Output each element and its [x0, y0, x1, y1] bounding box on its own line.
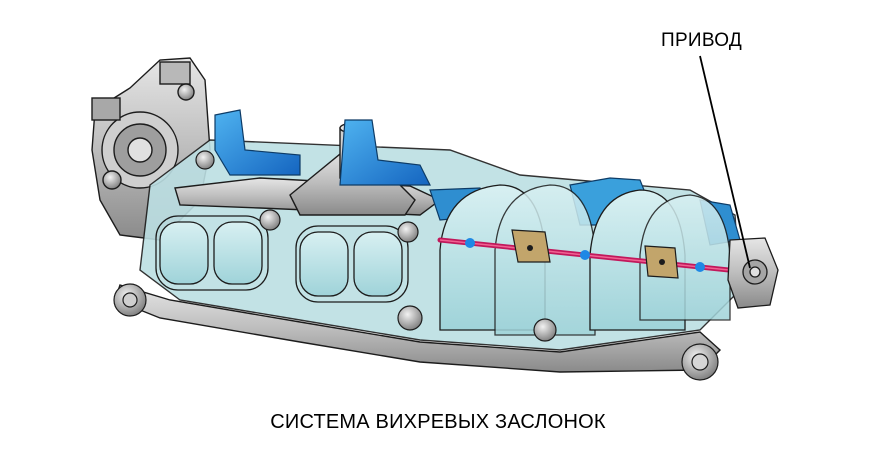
swirl-actuator	[727, 237, 779, 309]
diagram-caption: СИСТЕМА ВИХРЕВЫХ ЗАСЛОНОК	[270, 411, 606, 433]
actuator-label: ПРИВОД	[661, 30, 743, 51]
leader-line	[699, 55, 751, 269]
intake-runners	[155, 184, 731, 336]
mounting-bolts	[113, 150, 719, 381]
throttle-body	[91, 57, 211, 241]
swirl-flap-shaft	[437, 229, 751, 279]
